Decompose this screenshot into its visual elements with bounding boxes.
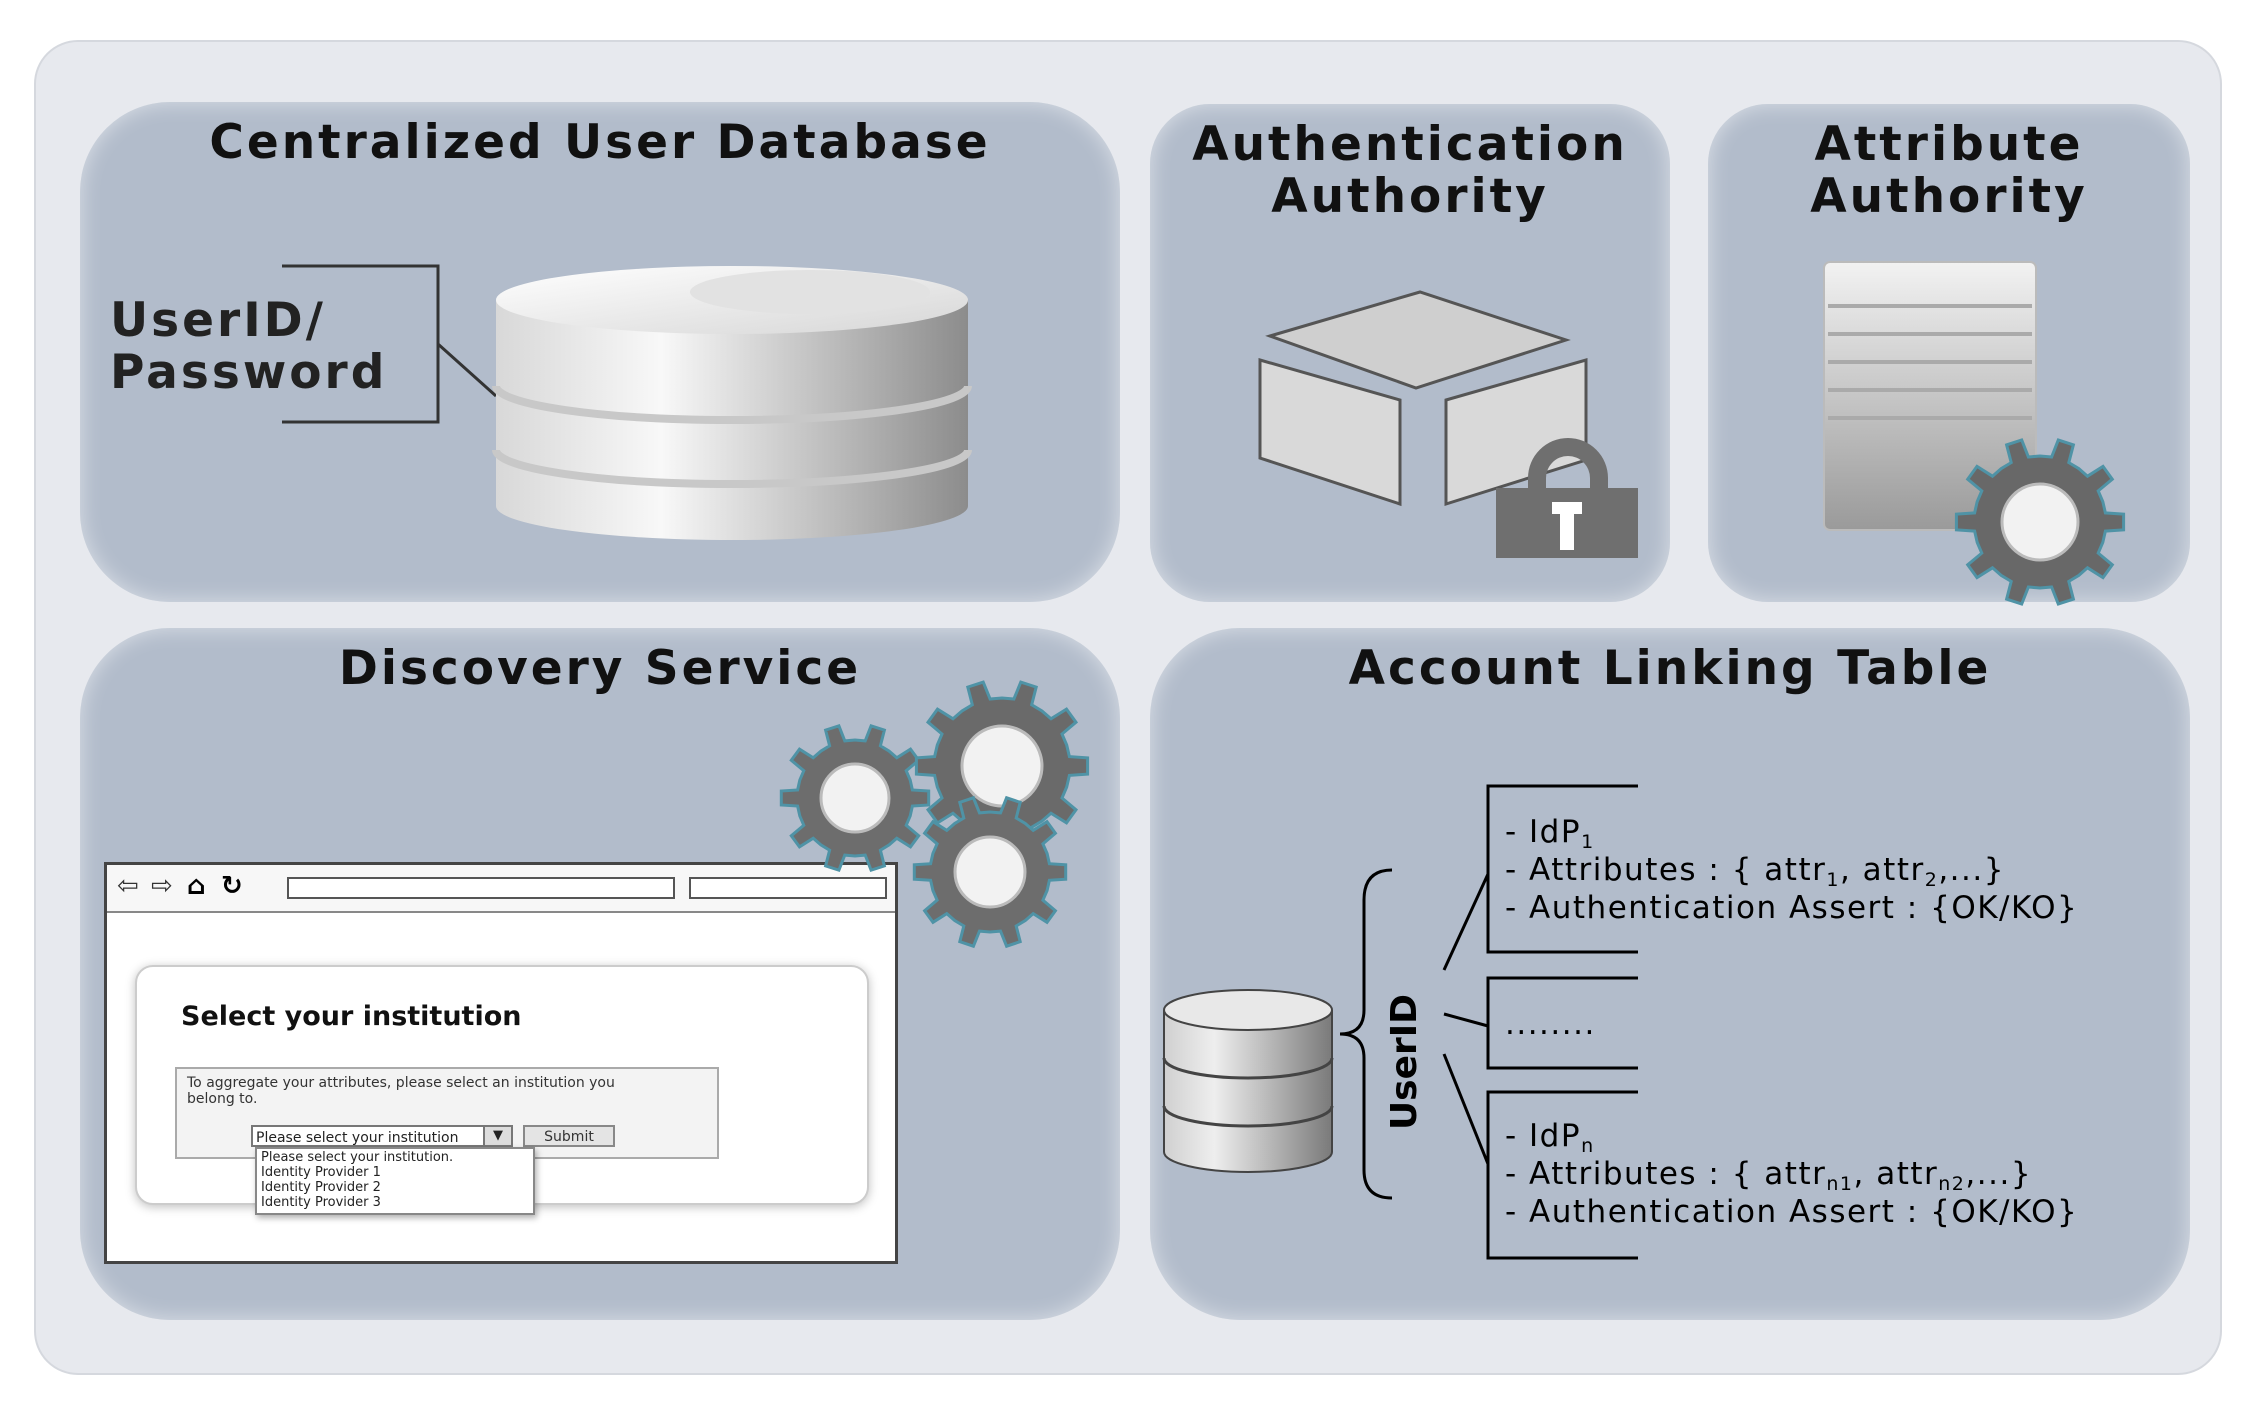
password-label: Password [110,345,387,400]
entry2-idp: - IdPn [1505,1118,1595,1157]
entry1-attributes: - Attributes : { attr1, attr2,...} [1505,852,2005,891]
userid-vertical-label: UserID [1384,994,1425,1130]
institution-dropdown: Please select your institution. Identity… [255,1147,535,1215]
attribute-authority-title-line2: Authority [1810,169,2088,224]
entry2-assert: - Authentication Assert : {OK/KO} [1505,1194,2078,1230]
authentication-authority-title-line2: Authority [1271,169,1549,224]
browser-search-bar[interactable] [689,877,887,899]
attribute-authority-title-line1: Attribute [1814,117,2084,172]
server-icon [1823,261,2037,531]
entry1-assert: - Authentication Assert : {OK/KO} [1505,890,2078,926]
account-linking-table-title: Account Linking Table [1348,641,1992,696]
select-institution-heading: Select your institution [181,1001,522,1032]
home-icon[interactable]: ⌂ [187,871,206,901]
gear-hole [953,835,1027,909]
chevron-down-icon[interactable]: ▼ [483,1127,511,1145]
authentication-authority-title-line1: Authentication [1192,117,1628,172]
browser-window: ⇦ ⇨ ⌂ ↻ Select your institution To aggre… [104,862,898,1264]
account-linking-table-panel: Account Linking Table [1150,628,2190,1320]
cube-icon [1258,290,1588,507]
dropdown-option[interactable]: Identity Provider 2 [261,1180,381,1195]
dropdown-option[interactable]: Please select your institution. [261,1150,454,1165]
refresh-icon[interactable]: ↻ [221,871,243,901]
dropdown-option[interactable]: Identity Provider 1 [261,1165,381,1180]
instruction-text: To aggregate your attributes, please sel… [187,1075,615,1107]
submit-button[interactable]: Submit [523,1125,615,1147]
back-arrow-icon[interactable]: ⇦ [117,871,139,901]
address-bar[interactable] [287,877,675,899]
userid-label: UserID/ [110,293,326,348]
padlock-icon [1496,438,1638,558]
browser-toolbar: ⇦ ⇨ ⌂ ↻ [107,865,895,913]
entry2-attributes: - Attributes : { attrn1, attrn2,...} [1505,1156,2032,1195]
gear-hole [819,762,891,834]
gear-hole [2000,482,2080,562]
database-cylinder-icon [492,266,972,540]
centralized-user-database-title: Centralized User Database [209,115,991,170]
ellipsis-row: ........ [1505,1006,1596,1042]
forward-arrow-icon[interactable]: ⇨ [151,871,173,901]
small-database-icon [1162,989,1334,1173]
select-value: Please select your institution [256,1130,459,1146]
dropdown-option[interactable]: Identity Provider 3 [261,1195,381,1210]
institution-select[interactable]: Please select your institution ▼ [251,1125,513,1147]
entry1-idp: - IdP1 [1505,814,1595,853]
discovery-service-title: Discovery Service [338,641,862,696]
